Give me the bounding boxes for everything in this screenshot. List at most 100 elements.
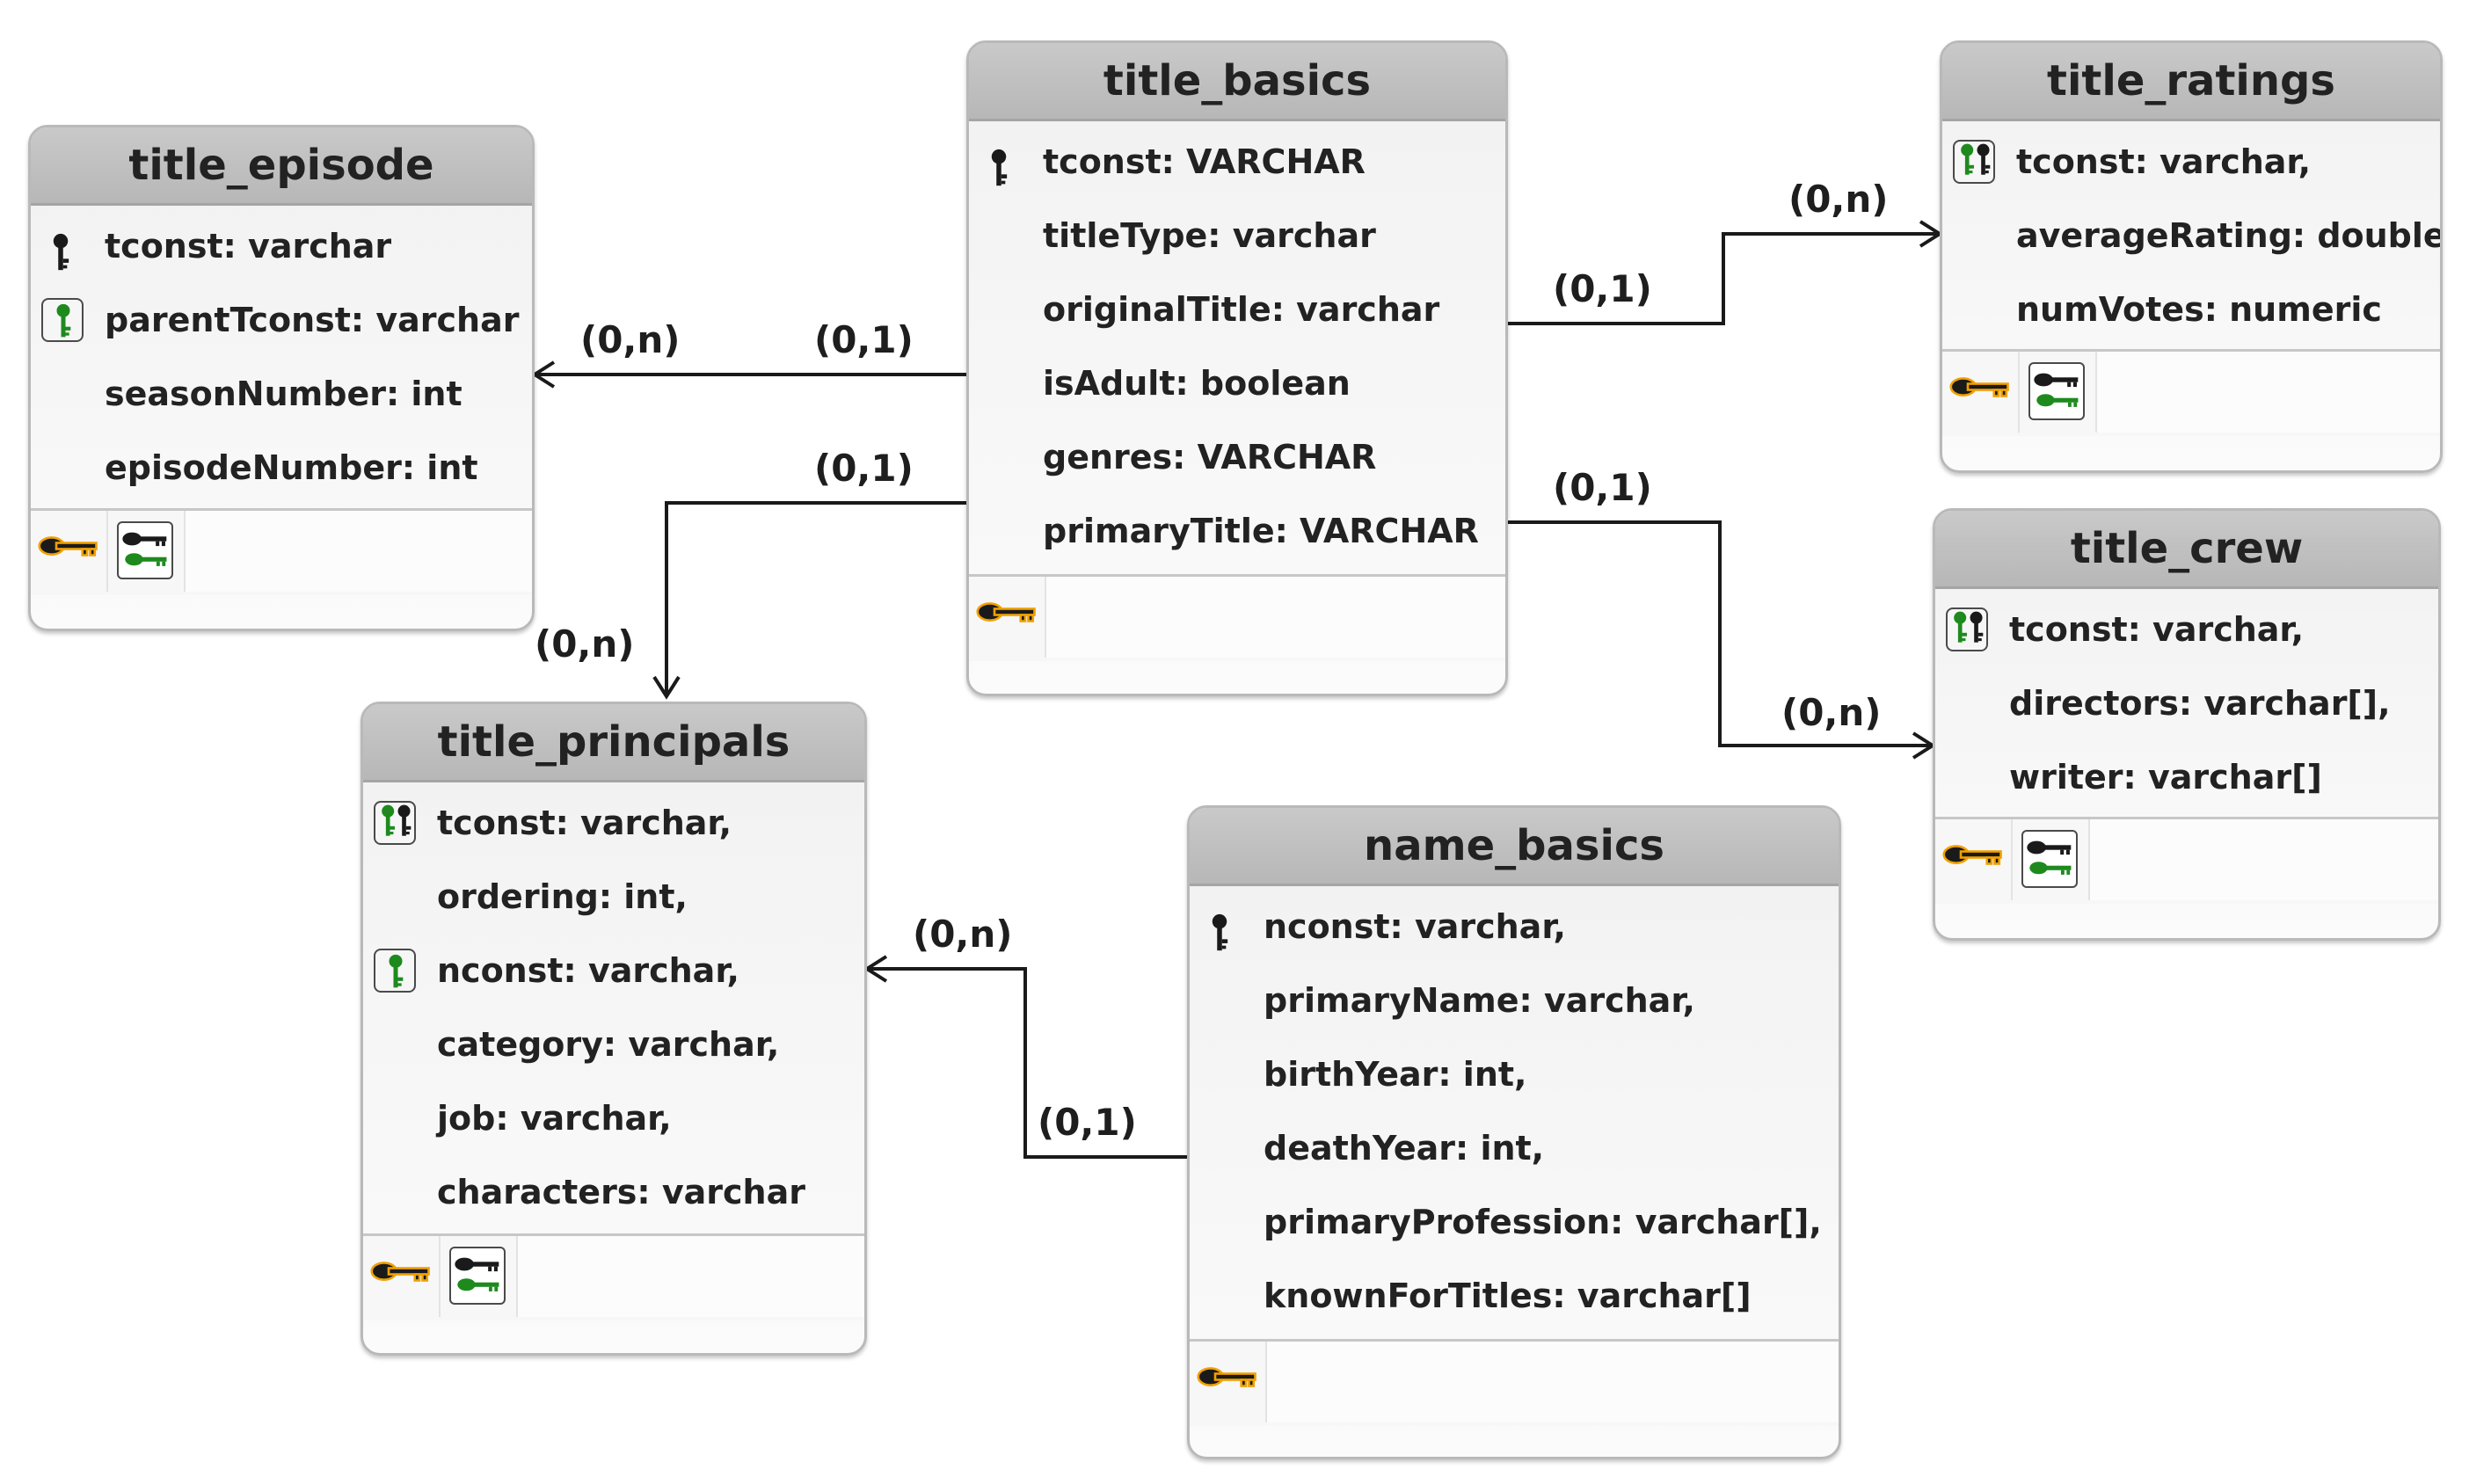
index-key-icon: [363, 1236, 441, 1317]
field-row[interactable]: directors: varchar[],: [1935, 666, 2438, 740]
field-label: parentTconst: varchar: [105, 301, 520, 339]
primary-key-icon: [1200, 905, 1242, 949]
field-label: tconst: varchar,: [2016, 142, 2312, 181]
field-row[interactable]: titleType: varchar: [969, 199, 1505, 273]
foreign-key-index-icon: [2020, 352, 2097, 433]
field-row[interactable]: nconst: varchar,: [363, 934, 864, 1008]
field-row[interactable]: primaryTitle: VARCHAR: [969, 494, 1505, 568]
arrowhead: [531, 360, 556, 389]
field-label: episodeNumber: int: [105, 448, 478, 487]
field-row[interactable]: primaryProfession: varchar[],: [1190, 1185, 1839, 1259]
entity-title: title_episode: [31, 127, 532, 206]
relationship-line[interactable]: [1508, 520, 1933, 747]
cardinality-label: (0,n): [1788, 178, 1889, 221]
primary-key-icon: [41, 224, 84, 268]
entity-title-principals[interactable]: title_principals tconst: varchar,orderin…: [361, 702, 867, 1356]
entity-title: title_basics: [969, 43, 1505, 121]
field-row[interactable]: genres: VARCHAR: [969, 420, 1505, 494]
field-row[interactable]: tconst: varchar: [31, 209, 532, 283]
field-row[interactable]: tconst: VARCHAR: [969, 125, 1505, 199]
field-row[interactable]: averageRating: double: [1942, 199, 2440, 273]
field-row[interactable]: deathYear: int,: [1190, 1111, 1839, 1185]
field-label: tconst: varchar,: [437, 804, 732, 842]
relationship-connectors: [531, 220, 1943, 1159]
field-label: knownForTitles: varchar[]: [1264, 1277, 1752, 1315]
field-label: titleType: varchar: [1043, 216, 1376, 255]
entity-footer: [31, 508, 532, 595]
cardinality-label: (0,n): [1781, 691, 1882, 734]
arrowhead: [863, 955, 888, 983]
field-row[interactable]: seasonNumber: int: [31, 357, 532, 431]
field-row[interactable]: writer: varchar[]: [1935, 740, 2438, 814]
field-row[interactable]: job: varchar,: [363, 1081, 864, 1155]
field-row[interactable]: tconst: varchar,: [363, 786, 864, 860]
field-row[interactable]: tconst: varchar,: [1942, 125, 2440, 199]
field-label: characters: varchar: [437, 1173, 805, 1211]
field-row[interactable]: tconst: varchar,: [1935, 593, 2438, 666]
field-row[interactable]: parentTconst: varchar: [31, 283, 532, 357]
entity-name-basics[interactable]: name_basics nconst: varchar, primaryName:…: [1187, 805, 1841, 1459]
primary-key-icon: [980, 140, 1022, 184]
field-row[interactable]: category: varchar,: [363, 1008, 864, 1081]
cardinality-label: (0,1): [1553, 466, 1652, 509]
field-row[interactable]: originalTitle: varchar: [969, 273, 1505, 346]
field-label: writer: varchar[]: [2009, 758, 2322, 797]
field-label: nconst: varchar,: [437, 951, 739, 990]
entity-title-ratings[interactable]: title_ratings tconst: varchar,averageRat…: [1940, 40, 2443, 473]
field-label: primaryTitle: VARCHAR: [1043, 512, 1479, 550]
field-label: numVotes: numeric: [2016, 290, 2382, 329]
relationship-line[interactable]: [665, 501, 966, 696]
entity-title: name_basics: [1190, 808, 1839, 886]
cardinality-label: (0,1): [814, 447, 914, 490]
index-key-icon: [31, 511, 108, 592]
entity-footer: [1935, 817, 2438, 904]
field-row[interactable]: ordering: int,: [363, 860, 864, 934]
index-key-icon: [1190, 1342, 1267, 1422]
primary-foreign-key-icon: [374, 801, 416, 845]
field-row[interactable]: primaryName: varchar,: [1190, 964, 1839, 1037]
entity-title-episode[interactable]: title_episode tconst: varchar parentTcons…: [28, 125, 535, 631]
relationship-line[interactable]: [1508, 232, 1940, 325]
field-label: genres: VARCHAR: [1043, 438, 1377, 476]
entity-footer: [363, 1233, 864, 1320]
primary-foreign-key-icon: [1946, 607, 1988, 651]
cardinality-label: (0,n): [580, 318, 681, 361]
cardinality-label: (0,1): [1038, 1101, 1137, 1144]
index-key-icon: [1935, 819, 2013, 900]
field-row[interactable]: isAdult: boolean: [969, 346, 1505, 420]
relationship-line[interactable]: [867, 967, 1187, 1159]
field-row[interactable]: nconst: varchar,: [1190, 890, 1839, 964]
index-key-icon: [1942, 352, 2020, 433]
arrowhead: [652, 675, 681, 700]
entity-footer: [1190, 1339, 1839, 1426]
foreign-key-icon: [41, 298, 84, 342]
foreign-key-index-icon: [441, 1236, 518, 1317]
foreign-key-index-icon: [108, 511, 186, 592]
field-row[interactable]: knownForTitles: varchar[]: [1190, 1259, 1839, 1333]
field-label: directors: varchar[],: [2009, 684, 2391, 723]
field-label: ordering: int,: [437, 877, 688, 916]
field-row[interactable]: birthYear: int,: [1190, 1037, 1839, 1111]
field-label: isAdult: boolean: [1043, 364, 1351, 403]
cardinality-label: (0,n): [913, 913, 1013, 956]
field-label: birthYear: int,: [1264, 1055, 1527, 1094]
entity-title-crew[interactable]: title_crew tconst: varchar, directors: va…: [1933, 508, 2441, 941]
field-row[interactable]: characters: varchar: [363, 1155, 864, 1229]
foreign-key-index-icon: [2013, 819, 2090, 900]
field-label: tconst: varchar,: [2009, 610, 2305, 649]
field-row[interactable]: numVotes: numeric: [1942, 273, 2440, 346]
field-label: nconst: varchar,: [1264, 907, 1566, 946]
field-label: primaryProfession: varchar[],: [1264, 1203, 1822, 1241]
field-row[interactable]: episodeNumber: int: [31, 431, 532, 505]
entity-title: title_crew: [1935, 511, 2438, 589]
field-label: category: varchar,: [437, 1025, 780, 1064]
cardinality-label: (0,n): [535, 622, 635, 666]
entity-footer: [1942, 349, 2440, 436]
field-label: originalTitle: varchar: [1043, 290, 1440, 329]
field-label: tconst: varchar: [105, 227, 392, 266]
entity-title-basics[interactable]: title_basics tconst: VARCHAR titleType: v…: [966, 40, 1508, 696]
field-label: seasonNumber: int: [105, 375, 462, 413]
entity-footer: [969, 574, 1505, 661]
cardinality-label: (0,1): [814, 318, 914, 361]
